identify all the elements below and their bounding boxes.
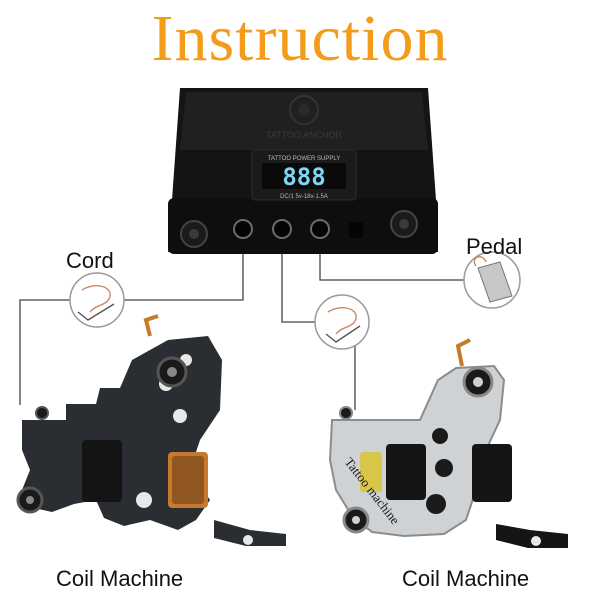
left-coil-machine [16,314,286,546]
page-title: Instruction [151,2,449,75]
right-coil-machine: Tattoo machine [328,338,568,548]
spec-text: DC/1 5v-18v-1.5A [280,194,328,200]
jack-2 [272,219,292,239]
panel-label: TATTOO POWER SUPPLY [268,156,341,162]
cord-icon-2 [314,294,370,350]
jack-1 [233,219,253,239]
display-digits: 888 [282,163,325,191]
pedal-line [319,248,465,281]
pedal-label: Pedal [466,234,523,259]
cord-line-left [19,248,244,405]
cord-label: Cord [66,248,114,273]
jack-3 [310,219,330,239]
right-machine-label: Coil Machine [402,566,530,591]
cord-icon-1 [69,272,125,328]
power-supply-icon: TATTOO ANCHOR TATTOO POWER SUPPLY 888 DC… [168,88,438,254]
brand-text: TATTOO ANCHOR [266,130,343,140]
left-machine-label: Coil Machine [56,566,184,591]
switch [349,222,363,238]
pedal-icon [463,251,521,309]
